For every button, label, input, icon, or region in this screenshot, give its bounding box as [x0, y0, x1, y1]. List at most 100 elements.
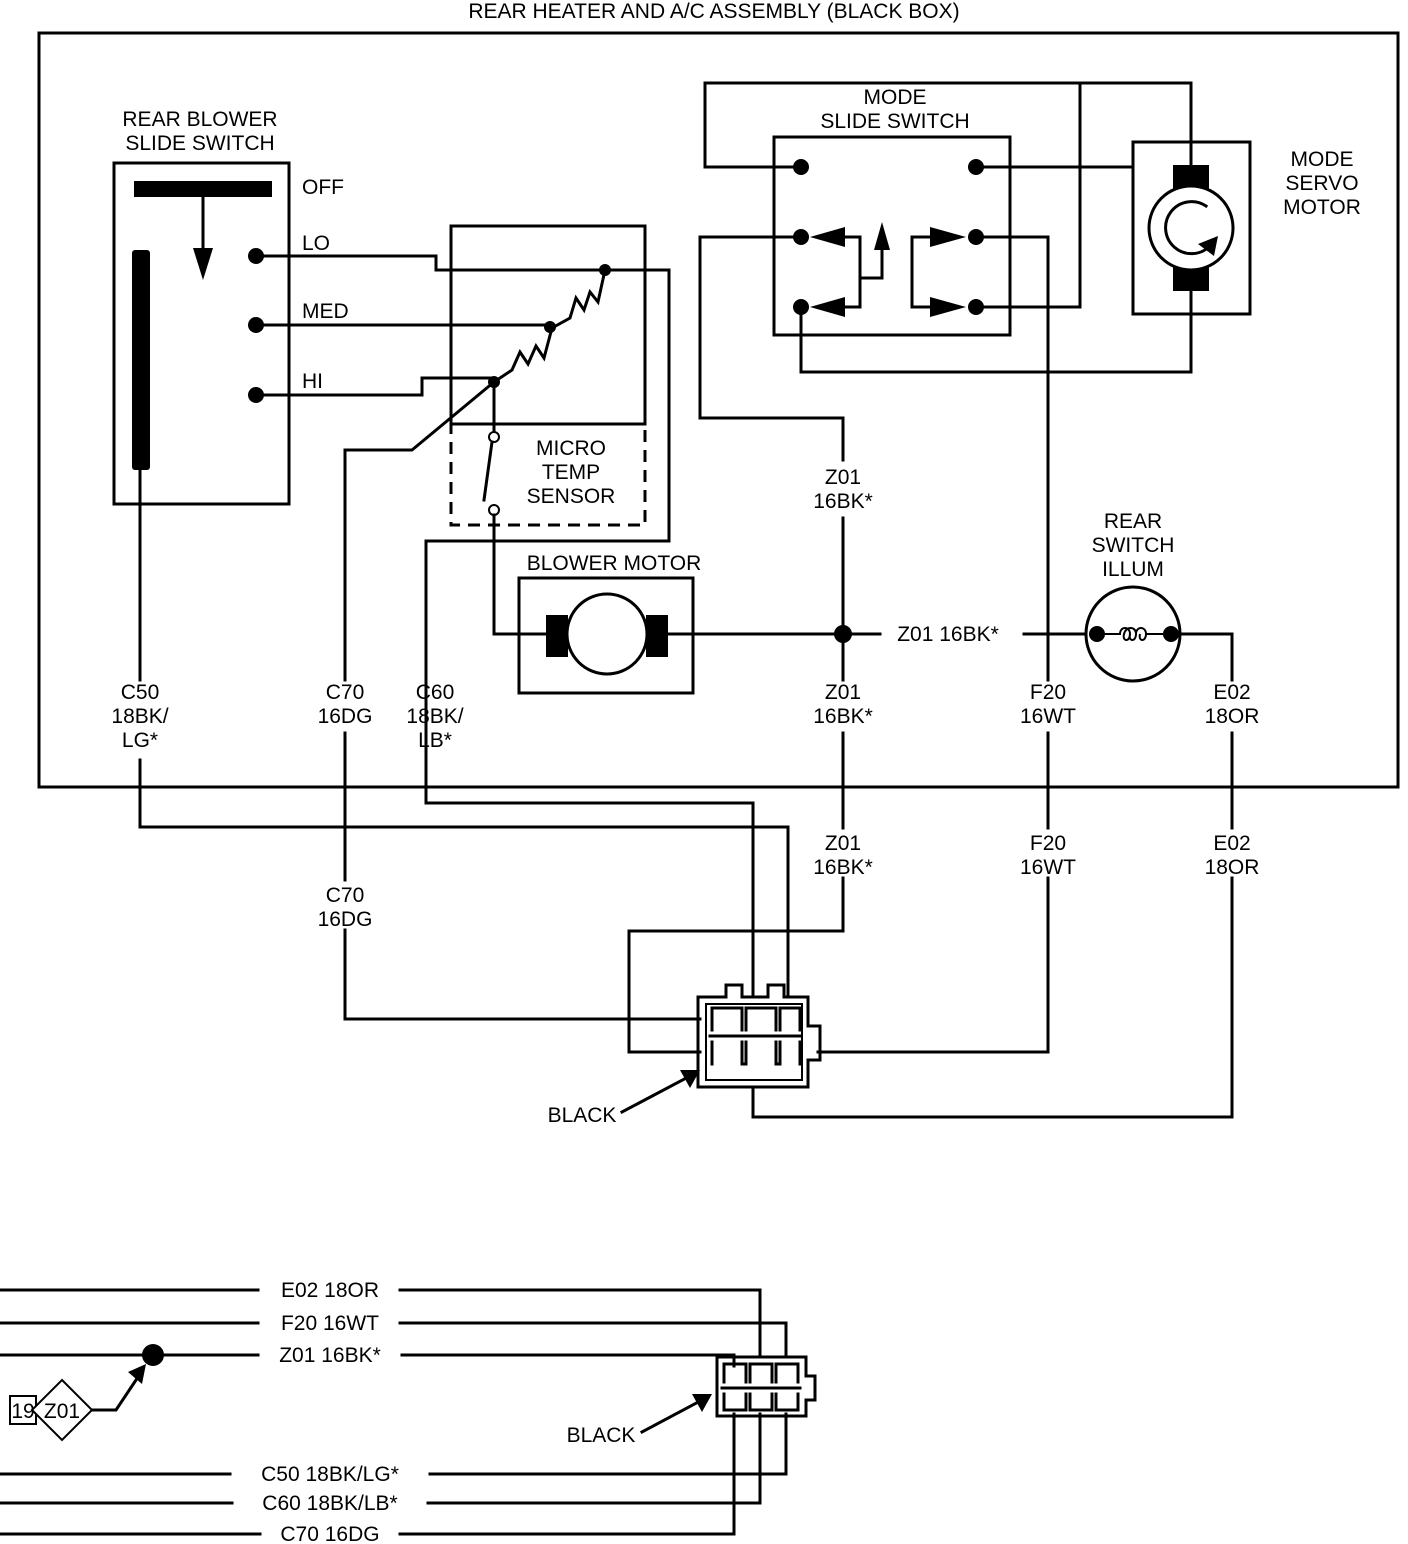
c60-label-1: C60 — [416, 681, 455, 704]
servo-label-3: MOTOR — [1283, 196, 1361, 219]
mode-wire-bottom-loop — [799, 288, 1193, 374]
hi-label: HI — [302, 370, 323, 393]
micro-temp-sensor-box — [449, 422, 647, 527]
blower-motor-armature — [565, 592, 649, 676]
e02-wire-lower — [751, 876, 1234, 1119]
resistor-block — [449, 224, 647, 426]
right-contact-link — [910, 235, 932, 309]
connector-black-lower — [715, 1355, 817, 1418]
z01-label-c1: Z01 — [825, 832, 861, 855]
mode-switch-label-1: MODE — [864, 86, 927, 109]
left-arrow-bottom — [810, 297, 845, 317]
c60-label-2: 18BK/ — [406, 705, 463, 728]
f20-label-a2: 16WT — [1020, 705, 1076, 728]
z01-label-b1: Z01 — [825, 681, 861, 704]
sensor-to-motor-wire — [492, 513, 548, 636]
mode-servo-box — [1131, 140, 1252, 316]
harness-e02-label: E02 18OR — [281, 1279, 379, 1302]
servo-label-2: SERVO — [1285, 172, 1358, 195]
ref-pointer-line — [90, 1371, 143, 1412]
mode-up-arrow — [874, 222, 890, 250]
harness-z01-right — [400, 1353, 736, 1368]
rear-blower-switch-label-2: SLIDE SWITCH — [125, 132, 274, 155]
illum-terminal-left — [1089, 626, 1105, 642]
blower-brush-right — [646, 615, 668, 657]
e02-label-a2: 18OR — [1205, 705, 1260, 728]
c70-label-b2: 16DG — [318, 908, 373, 931]
harness-c50-label: C50 18BK/LG* — [261, 1463, 399, 1486]
black-box-border — [37, 31, 1400, 789]
ref-diamond — [30, 1378, 94, 1442]
illum-label-3: ILLUM — [1102, 558, 1164, 581]
med-label: MED — [302, 300, 349, 323]
c70-wire-upper — [343, 379, 497, 682]
f20-label-b1: F20 — [1030, 832, 1066, 855]
servo-armature — [1147, 184, 1235, 272]
rear-blower-switch-label-1: REAR BLOWER — [122, 108, 277, 131]
z01-label-b2: 16BK* — [813, 705, 873, 728]
switch-arrow-head — [193, 248, 213, 280]
blower-motor-label: BLOWER MOTOR — [527, 552, 702, 575]
ref-pointer-head — [128, 1364, 146, 1384]
harness-z01-label: Z01 16BK* — [279, 1344, 381, 1367]
harness-c70-right — [398, 1412, 736, 1536]
connector-label-lower: BLACK — [567, 1424, 636, 1447]
harness-c70-label: C70 16DG — [280, 1523, 379, 1544]
harness-f20-right — [398, 1321, 788, 1358]
diagram-title: REAR HEATER AND A/C ASSEMBLY (BLACK BOX) — [468, 0, 959, 23]
mode-wire-right — [974, 81, 1082, 309]
off-label: OFF — [302, 176, 344, 199]
e02-label-b2: 18OR — [1205, 856, 1260, 879]
c50-label-2: 18BK/ — [111, 705, 168, 728]
rear-blower-switch-body — [112, 161, 291, 506]
z01-label-a2: 16BK* — [813, 490, 873, 513]
connector-label-upper: BLACK — [548, 1104, 617, 1127]
illum-filament — [1105, 627, 1163, 641]
connector-pointer-upper — [619, 1073, 693, 1115]
blower-brush-left — [546, 615, 568, 657]
switch-off-bar — [134, 181, 272, 197]
c50-label-1: C50 — [121, 681, 160, 704]
f20-wire-upper — [974, 235, 1050, 682]
c70-label-b1: C70 — [326, 884, 365, 907]
servo-rotation-arc — [1164, 200, 1213, 256]
switch-slider-bar — [132, 250, 150, 470]
harness-f20-label: F20 16WT — [281, 1312, 379, 1335]
c60-label-3: LB* — [418, 729, 452, 752]
z01-label-c2: 16BK* — [813, 856, 873, 879]
resistor-node-med — [544, 321, 556, 333]
lo-wire — [254, 254, 671, 762]
harness-e02-right — [398, 1288, 762, 1358]
c50-wire-lower — [138, 758, 790, 997]
left-arrow-top — [810, 227, 845, 247]
right-arrow-top — [930, 227, 966, 247]
z01-inline-label: Z01 16BK* — [897, 623, 999, 646]
harness-c60-right — [426, 1412, 762, 1505]
ref-code: Z01 — [44, 1400, 80, 1423]
z01-label-a1: Z01 — [825, 466, 861, 489]
c60-wire-lower — [424, 758, 755, 997]
f20-label-a1: F20 — [1030, 681, 1066, 704]
e02-label-a1: E02 — [1213, 681, 1250, 704]
ref-number: 19 — [11, 1400, 34, 1423]
mode-wire-top-loop — [703, 81, 1193, 169]
micro-temp-label-2: TEMP — [542, 461, 600, 484]
harness-c60-label: C60 18BK/LB* — [262, 1492, 397, 1515]
c50-label-3: LG* — [122, 729, 158, 752]
sensor-contact-top — [488, 431, 500, 443]
servo-label-1: MODE — [1291, 148, 1354, 171]
e02-wire-upper — [1169, 632, 1234, 682]
harness-c50-right — [428, 1412, 788, 1476]
connector-pointer-head-lower — [692, 1394, 712, 1412]
f20-wire-lower — [816, 876, 1050, 1054]
sensor-switch-blade — [482, 440, 494, 502]
connector-black-upper — [696, 983, 822, 1089]
z01-wire-lower — [627, 876, 845, 1054]
hi-wire — [254, 376, 496, 397]
resistor-node-lo — [599, 264, 611, 276]
mode-wire-ground — [698, 235, 845, 462]
micro-temp-label-3: SENSOR — [527, 485, 616, 508]
f20-label-b2: 16WT — [1020, 856, 1076, 879]
connector-pointer-lower — [639, 1397, 705, 1435]
c70-label-1: C70 — [326, 681, 365, 704]
